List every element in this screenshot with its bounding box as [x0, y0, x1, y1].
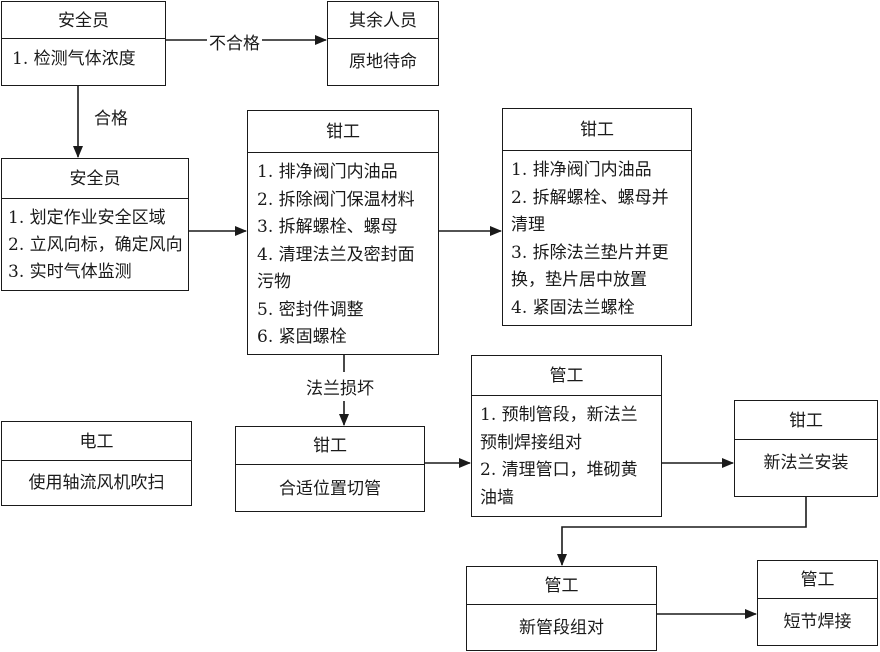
node-line: 使用轴流风机吹扫	[28, 473, 165, 493]
node-safety-officer-gas-check: 安全员 1. 检测气体浓度	[1, 1, 166, 86]
node-line: 2. 立风向标，确定风向	[8, 235, 183, 255]
node-line: 4. 紧固法兰螺栓	[511, 297, 635, 318]
node-line: 2. 拆除阀门保温材料	[257, 189, 415, 210]
node-line: 1. 划定作业安全区域	[8, 208, 166, 228]
label-flange-damaged: 法兰损坏	[306, 372, 374, 401]
node-line: 1. 预制管段，新法兰	[480, 405, 638, 425]
node-pipe-fitter-prefab: 管工 1. 预制管段，新法兰 预制焊接组对 2. 清理管口，堆砌黄 油墙	[471, 355, 662, 517]
node-line: 原地待命	[349, 52, 417, 72]
node-line: 新管段组对	[519, 618, 604, 638]
node-pipe-fitter-assembly: 管工 新管段组对	[466, 566, 657, 651]
node-line: 1. 排净阀门内油品	[257, 162, 398, 182]
node-title: 电工	[2, 422, 191, 461]
node-other-personnel: 其余人员 原地待命	[327, 1, 439, 86]
label-unqualified: 不合格	[207, 29, 262, 54]
node-title: 钳工	[503, 109, 691, 151]
node-line: 2. 清理管口，堆砌黄	[480, 460, 638, 480]
node-line: 3. 拆解螺栓、螺母	[257, 217, 398, 237]
node-title: 管工	[758, 561, 877, 599]
node-line: 污物	[257, 272, 291, 292]
node-line: 短节焊接	[783, 612, 852, 632]
node-title: 钳工	[236, 427, 424, 465]
node-line: 5. 密封件调整	[257, 299, 364, 320]
node-line: 1. 排净阀门内油品	[511, 160, 652, 180]
node-line: 3. 实时气体监测	[8, 262, 132, 282]
node-title: 管工	[467, 567, 656, 605]
node-line: 换，垫片居中放置	[511, 270, 647, 290]
node-safety-officer-zone: 安全员 1. 划定作业安全区域 2. 立风向标，确定风向 3. 实时气体监测	[1, 158, 189, 291]
node-line: 1. 检测气体浓度	[12, 49, 136, 69]
node-fitter-cut-pipe: 钳工 合适位置切管	[235, 426, 425, 512]
node-line: 新法兰安装	[763, 453, 849, 473]
node-line: 6. 紧固螺栓	[257, 327, 347, 347]
node-fitter-new-flange: 钳工 新法兰安装	[734, 400, 878, 497]
node-line: 3. 拆除法兰垫片并更	[511, 242, 669, 263]
node-title: 其余人员	[328, 2, 438, 39]
node-line: 清理	[511, 215, 545, 235]
node-title: 钳工	[735, 401, 877, 440]
node-fitter-valve-work: 钳工 1. 排净阀门内油品 2. 拆除阀门保温材料 3. 拆解螺栓、螺母 4. …	[247, 110, 439, 355]
node-title: 管工	[472, 356, 661, 396]
node-title: 钳工	[248, 111, 438, 153]
node-line: 2. 拆解螺栓、螺母并	[511, 187, 669, 208]
node-line: 油墙	[480, 487, 514, 508]
node-electrician: 电工 使用轴流风机吹扫	[1, 421, 192, 506]
node-line: 预制焊接组对	[480, 432, 582, 453]
node-line: 合适位置切管	[279, 479, 381, 499]
node-pipe-fitter-weld: 管工 短节焊接	[757, 560, 878, 646]
node-title: 安全员	[2, 2, 165, 39]
node-line: 4. 清理法兰及密封面	[257, 244, 415, 265]
label-qualified: 合格	[94, 104, 128, 129]
node-fitter-flange-gasket: 钳工 1. 排净阀门内油品 2. 拆解螺栓、螺母并 清理 3. 拆除法兰垫片并更…	[502, 108, 692, 326]
node-title: 安全员	[2, 159, 188, 199]
